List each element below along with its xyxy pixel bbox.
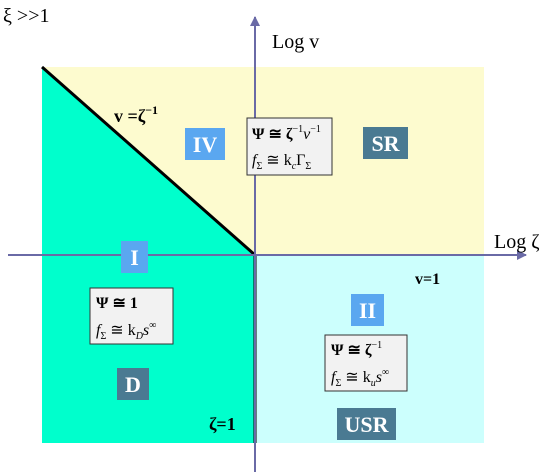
y-axis-label: Log v bbox=[272, 31, 319, 53]
badge-iv: IV bbox=[185, 128, 225, 160]
vertical-label: ζ=1 bbox=[209, 414, 236, 434]
equation-i-psi: Ψ ≅ 1 bbox=[96, 295, 138, 312]
svg-text:IV: IV bbox=[193, 132, 218, 157]
x-axis-label: Log ζ bbox=[494, 231, 540, 253]
corner-label: ξ >>1 bbox=[3, 5, 49, 27]
svg-text:I: I bbox=[130, 245, 139, 270]
svg-text:II: II bbox=[359, 298, 376, 323]
diagonal-boundary bbox=[41, 65, 256, 257]
equation-iv-psi: Ψ ≅ ζ−1v−1 bbox=[252, 124, 321, 143]
equation-box-ii: Ψ ≅ ζ−1 fΣ ≅ kus∞ bbox=[324, 334, 408, 392]
equation-box-i: Ψ ≅ 1 fΣ ≅ kDs∞ bbox=[89, 287, 174, 345]
equation-i-f: fΣ ≅ kDs∞ bbox=[96, 320, 156, 342]
diagonal-label: v =ζ−1 bbox=[114, 103, 158, 126]
svg-text:SR: SR bbox=[371, 131, 400, 156]
svg-text:D: D bbox=[125, 372, 141, 397]
badge-i: I bbox=[121, 241, 148, 273]
equation-ii-f: fΣ ≅ kus∞ bbox=[331, 367, 389, 389]
equation-ii-psi: Ψ ≅ ζ−1 bbox=[331, 340, 382, 359]
equation-iv-f: fΣ ≅ kcΓΣ bbox=[252, 152, 311, 172]
badge-sr: SR bbox=[363, 127, 408, 159]
badge-ii: II bbox=[351, 294, 384, 326]
horizontal-label: v=1 bbox=[415, 271, 440, 288]
svg-text:USR: USR bbox=[344, 412, 389, 437]
equation-box-iv: Ψ ≅ ζ−1v−1 fΣ ≅ kcΓΣ bbox=[246, 117, 333, 176]
badge-usr: USR bbox=[337, 408, 396, 440]
badge-d: D bbox=[117, 368, 149, 400]
